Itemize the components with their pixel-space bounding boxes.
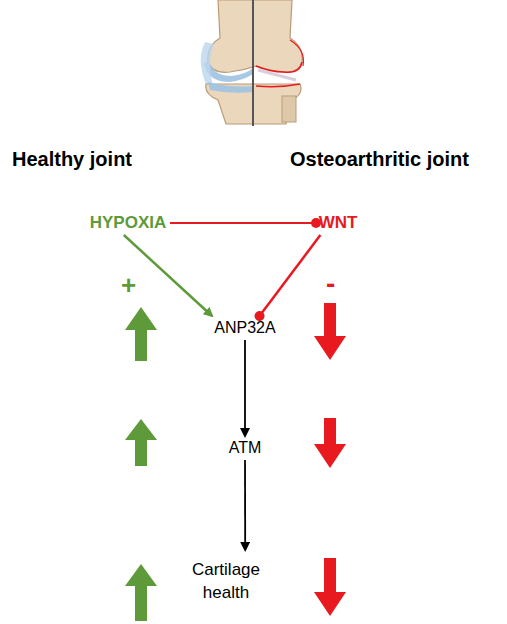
- increase-arrows: [125, 307, 157, 621]
- node-text: ANP32A: [214, 317, 275, 339]
- connector: [244, 460, 246, 550]
- node-text: ATM: [229, 437, 262, 459]
- column-heading: Healthy joint: [12, 148, 132, 171]
- edge-sign: -: [326, 268, 335, 300]
- node-text: Cartilage health: [186, 559, 266, 605]
- node-text: HYPOXIA: [90, 212, 167, 235]
- connector: [244, 340, 246, 436]
- node-text: WNT: [319, 212, 358, 235]
- protein-node: ANP32A: [212, 316, 278, 340]
- connector: [170, 222, 316, 224]
- edge-sign: +: [121, 270, 136, 301]
- connector: [260, 235, 321, 316]
- column-heading: Osteoarthritic joint: [290, 148, 469, 171]
- stimulus-node: HYPOXIA: [86, 211, 170, 235]
- signal-node: WNT: [316, 211, 360, 235]
- outcome-node: Cartilage health: [186, 550, 266, 614]
- protein-node: ATM: [226, 436, 264, 460]
- decrease-arrows: [314, 303, 346, 616]
- connector: [124, 235, 212, 316]
- knee-illustration: [201, 0, 304, 126]
